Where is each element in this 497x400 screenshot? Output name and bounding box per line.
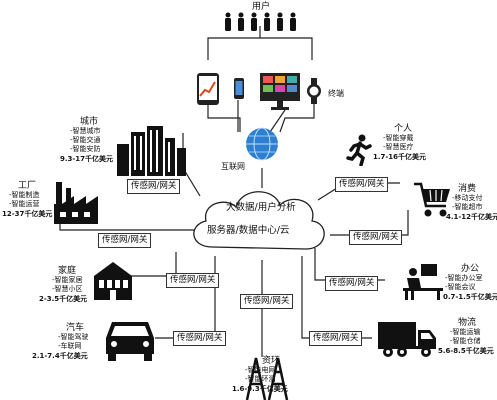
- users-label: 用户: [252, 2, 271, 12]
- consumer-item-2: -智能超市: [452, 203, 483, 211]
- home-value: 2-3.5千亿美元: [39, 295, 88, 303]
- smartwatch-icon: [307, 78, 321, 104]
- phone-icon: [234, 78, 244, 99]
- car-value: 2.1-7.4千亿美元: [32, 352, 88, 360]
- gateway-home: 传感网/网关: [166, 273, 220, 288]
- personal-value: 1.7-16千亿美元: [373, 153, 427, 161]
- factory-icon: [54, 182, 98, 224]
- logistics-value: 5.6-8.5千亿美元: [438, 347, 494, 355]
- consumer-value: 4.1-12千亿美元: [446, 213, 497, 221]
- logistics-item-2: -智能仓储: [450, 337, 481, 345]
- city-item-2: -智能交通: [70, 136, 101, 144]
- personal-item-2: -智慧医疗: [383, 143, 414, 151]
- car-item-1: -智能驾驶: [58, 333, 89, 341]
- office-item-1: -智能办公室: [445, 274, 483, 282]
- home-item-2: -智慧小区: [52, 285, 83, 293]
- personal-item-1: -智能穿戴: [383, 134, 414, 142]
- users-icon: [225, 12, 296, 31]
- city-value: 9.3-17千亿美元: [60, 155, 114, 163]
- home-title: 家庭: [58, 266, 77, 276]
- resource-title: 资环: [262, 356, 281, 366]
- factory-value: 12-37千亿美元: [2, 210, 53, 218]
- office-item-2: -智能会议: [445, 283, 476, 291]
- consumer-item-1: -移动支付: [452, 194, 483, 202]
- globe-icon: [246, 127, 278, 161]
- consumer-title: 消费: [458, 184, 477, 194]
- gateway-personal: 传感网/网关: [335, 177, 389, 192]
- gateway-consumer: 传感网/网关: [349, 230, 403, 245]
- power-tower-icon: [245, 357, 289, 400]
- gateway-car: 传感网/网关: [173, 331, 227, 346]
- shopping-cart-icon: [414, 182, 450, 217]
- logistics-item-1: -智能运输: [450, 328, 481, 336]
- gateway-factory: 传感网/网关: [98, 233, 152, 248]
- cloud-line1: 大数据/用户分析: [226, 202, 296, 213]
- city-buildings-icon: [117, 126, 186, 176]
- truck-icon: [378, 322, 436, 357]
- house-icon: [94, 262, 132, 300]
- gateway-logistics: 传感网/网关: [309, 331, 363, 346]
- factory-item-2: -智能运营: [9, 200, 40, 208]
- internet-label: 互联网: [221, 162, 245, 171]
- terminal-label: 终端: [328, 89, 344, 98]
- tablet-icon: [197, 73, 219, 105]
- office-title: 办公: [461, 264, 480, 274]
- factory-item-1: -智能制造: [9, 191, 40, 199]
- city-item-1: -智慧城市: [70, 127, 101, 135]
- logistics-title: 物流: [458, 318, 477, 328]
- gateway-office: 传感网/网关: [325, 276, 379, 291]
- factory-title: 工厂: [18, 181, 37, 191]
- gateway-resource: 传感网/网关: [240, 294, 294, 309]
- office-desk-icon: [403, 264, 443, 300]
- cloud-icon: [193, 191, 325, 250]
- car-icon: [106, 322, 154, 361]
- car-title: 汽车: [66, 323, 85, 333]
- resource-item-1: -智能电网: [245, 366, 276, 374]
- gateway-city: 传感网/网关: [127, 179, 181, 194]
- cloud-line2: 服务器/数据中心/云: [207, 225, 290, 236]
- monitor-icon: [260, 73, 300, 110]
- city-title: 城市: [80, 117, 99, 127]
- personal-title: 个人: [394, 124, 413, 134]
- resource-value: 1.6-9.3千亿美元: [232, 385, 288, 393]
- car-item-2: -车联网: [58, 342, 82, 350]
- home-item-1: -智能家居: [52, 276, 83, 284]
- city-item-3: -智能安防: [70, 145, 101, 153]
- office-value: 0.7-1.5千亿美元: [443, 293, 497, 301]
- runner-icon: [346, 134, 372, 166]
